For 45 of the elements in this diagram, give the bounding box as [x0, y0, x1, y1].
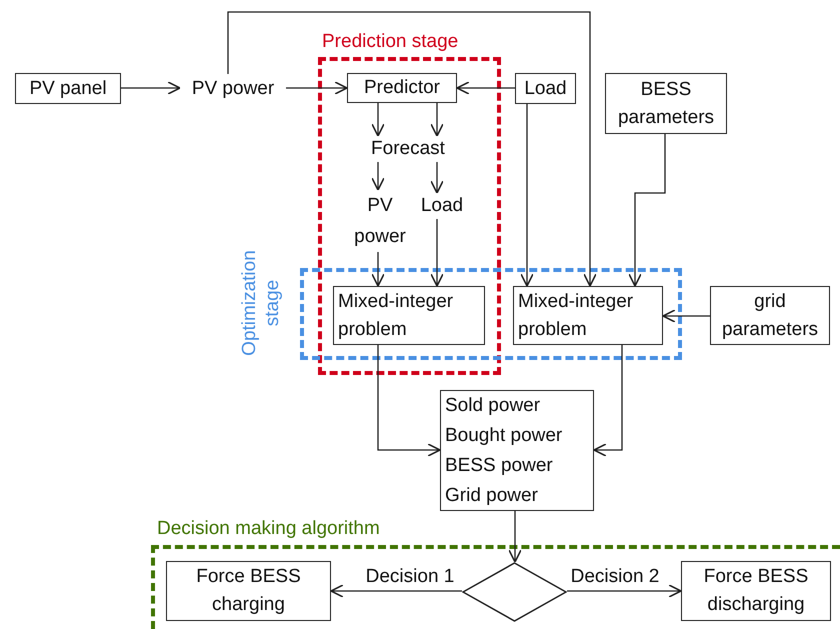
arrow: [456, 81, 515, 95]
arrow: [567, 584, 682, 598]
arrow: [430, 103, 444, 137]
box-text: Load: [524, 76, 567, 100]
arrow: [520, 104, 534, 287]
process-box: [605, 73, 727, 134]
arrow: [508, 511, 522, 563]
arrow: [628, 134, 666, 287]
box-text: Force BESS charging: [195, 565, 302, 617]
box-text: Grid power: [445, 484, 538, 508]
process-box: [166, 561, 331, 621]
process-box: [513, 286, 663, 345]
process-box: [333, 286, 485, 345]
arrow: [286, 81, 348, 95]
stage-title: Prediction stage: [322, 31, 458, 53]
stage-title: Optimization stage: [238, 249, 284, 358]
box-text: Force BESS discharging: [702, 565, 810, 617]
arrow: [593, 345, 623, 457]
process-box: [681, 561, 831, 621]
process-box: [515, 73, 576, 104]
box-text: Mixed-integer problem: [518, 290, 634, 342]
box-text: grid parameters: [720, 290, 820, 342]
stage-title: Decision making algorithm: [157, 518, 380, 540]
process-box: [710, 286, 830, 345]
arrow: [330, 584, 462, 598]
arrow: [430, 219, 444, 287]
arrow: [371, 252, 385, 287]
box-text: Bought power: [445, 424, 562, 448]
arrow: [377, 345, 441, 457]
box-text: BESS power: [445, 454, 553, 478]
arrow: [227, 11, 597, 287]
box-text: Mixed-integer problem: [338, 290, 454, 342]
process-box: [347, 73, 457, 103]
arrow: [371, 103, 385, 137]
box-text: Predictor: [364, 76, 440, 100]
process-box: [15, 73, 121, 104]
box-text: PV panel: [29, 76, 107, 100]
arrow: [121, 81, 181, 95]
box-text: BESS parameters: [616, 78, 716, 130]
arrow: [371, 162, 385, 191]
box-text: Sold power: [445, 394, 540, 418]
decision-diamond: [462, 562, 567, 622]
arrow: [662, 309, 710, 323]
arrow: [430, 162, 444, 194]
process-box: [440, 390, 594, 511]
